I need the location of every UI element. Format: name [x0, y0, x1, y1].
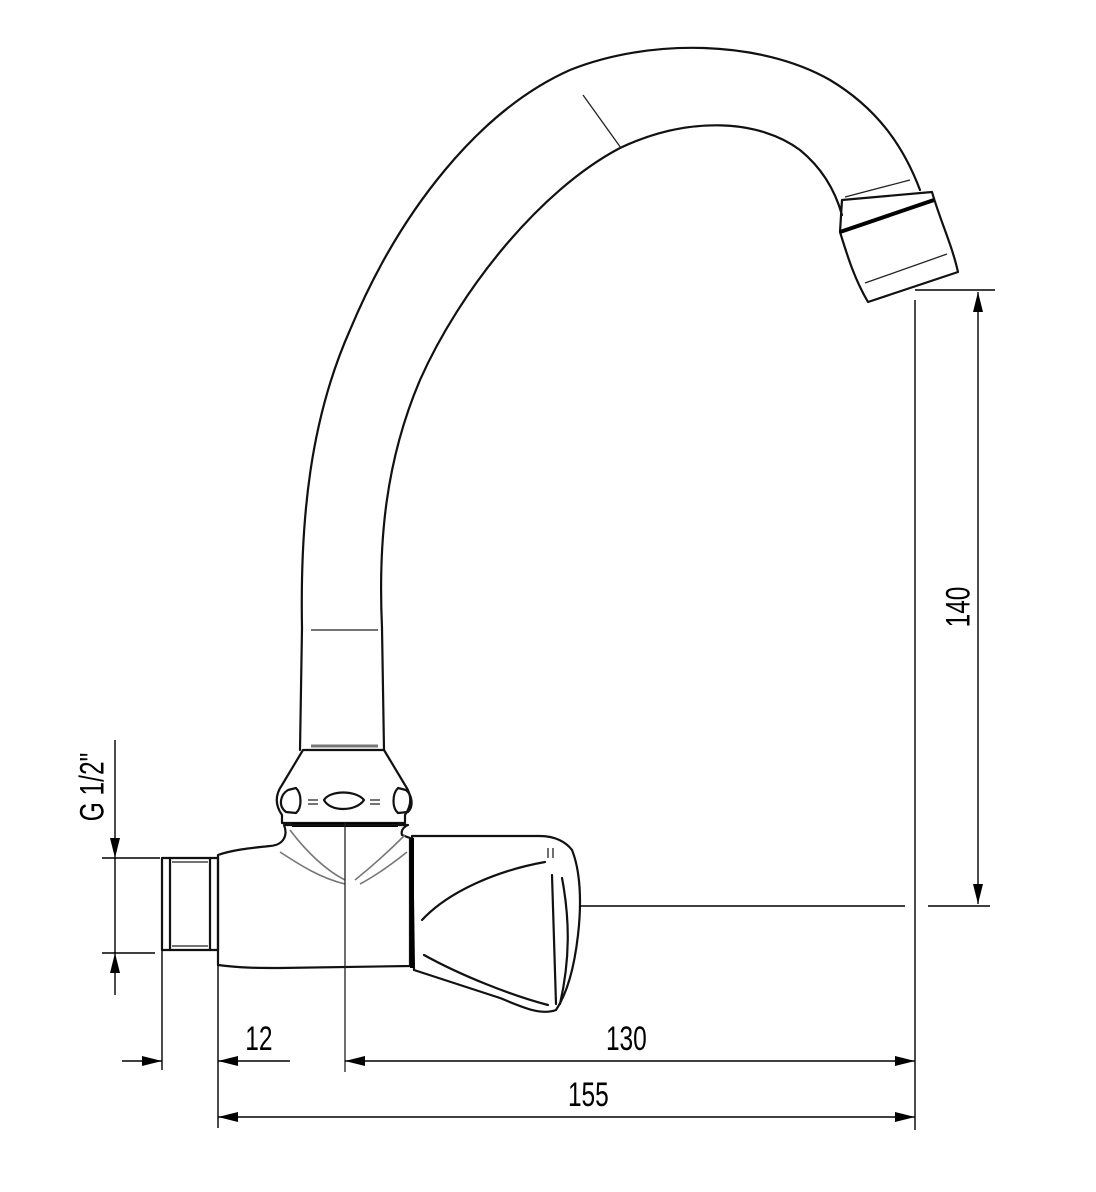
dimension-thread [102, 740, 160, 995]
dimension-label-12: 12 [245, 1020, 273, 1058]
dimension-label-130: 130 [605, 1020, 647, 1058]
dimension-label-thread: G 1/2" [73, 752, 112, 822]
valve-body [216, 823, 412, 970]
dimension-axis-to-spout [345, 1056, 915, 1066]
inlet-thread [160, 856, 220, 952]
dimension-overall-length [218, 1112, 915, 1122]
swivel-nut [275, 748, 413, 827]
dimension-spout-height [580, 289, 995, 1130]
dimension-label-140: 140 [939, 586, 978, 628]
handle-knob [410, 834, 582, 1013]
dimension-inlet-length [122, 950, 290, 1128]
spout [298, 46, 922, 752]
dimension-label-155: 155 [567, 1076, 609, 1114]
aerator [838, 179, 960, 304]
